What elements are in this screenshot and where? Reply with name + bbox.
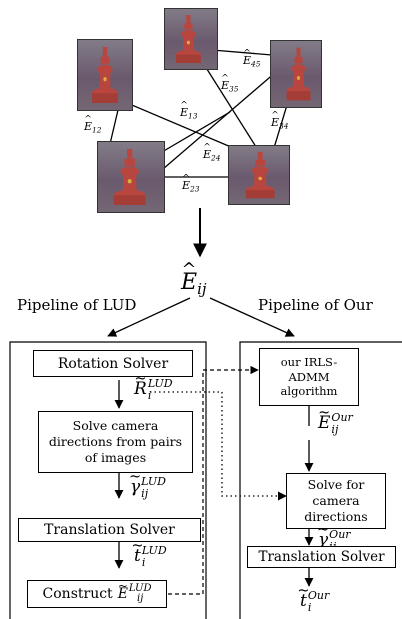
edge-label-45: E45	[243, 55, 261, 68]
photo-img5	[270, 40, 322, 108]
construct-label: Construct	[42, 586, 113, 602]
edge-label-13: E13	[180, 107, 198, 120]
edge-label-24: E24	[203, 149, 221, 162]
solve-for-box: Solve for camera directions	[286, 473, 386, 529]
right-pipeline-title: Pipeline of Our	[258, 296, 373, 314]
photo-img1	[77, 39, 133, 111]
irls-label: our IRLS-ADMM algorithm	[280, 354, 338, 399]
photo-img2	[97, 141, 165, 213]
irls-box: our IRLS-ADMM algorithm	[259, 348, 359, 406]
edge-13	[119, 99, 239, 151]
solve-for-label: Solve for camera directions	[304, 476, 368, 525]
right-translation-solver-label: Translation Solver	[258, 549, 385, 565]
right-frame	[239, 341, 402, 619]
split-left-arrow	[107, 297, 191, 337]
edge-label-12: E12	[84, 121, 102, 134]
left-translation-solver-box: Translation Solver	[18, 518, 201, 542]
dotted-link	[150, 391, 287, 501]
left-frame	[9, 341, 207, 619]
fountain-image	[271, 41, 321, 107]
fountain-image	[229, 146, 289, 204]
edge-24	[162, 71, 277, 170]
split-right-arrow	[209, 297, 295, 337]
edge-12	[109, 109, 119, 145]
rotation-solver-box: Rotation Solver	[33, 350, 193, 377]
photo-img4	[228, 145, 290, 205]
rotation-solver-label: Rotation Solver	[57, 355, 169, 372]
edge-35	[204, 65, 259, 151]
edge-label-35: E35	[221, 80, 239, 93]
fountain-image	[165, 9, 217, 69]
solve-directions-box: Solve camera directions from pairs of im…	[38, 411, 193, 473]
edge-45	[211, 49, 273, 56]
solve-directions-label: Solve camera directions from pairs of im…	[48, 417, 183, 466]
dashed-feedback	[168, 365, 259, 595]
photo-img3	[164, 8, 218, 70]
fountain-image	[78, 40, 132, 110]
edge-label-34: E34	[271, 117, 289, 130]
edge-1to4	[161, 111, 231, 153]
right-translation-solver-box: Translation Solver	[247, 546, 396, 568]
left-pipeline-title: Pipeline of LUD	[17, 296, 137, 314]
edge-label-23: E23	[182, 180, 200, 193]
edge-34	[273, 104, 288, 149]
left-translation-solver-label: Translation Solver	[44, 522, 175, 538]
fountain-image	[98, 142, 164, 212]
center-e-ij: Eij	[181, 272, 206, 297]
